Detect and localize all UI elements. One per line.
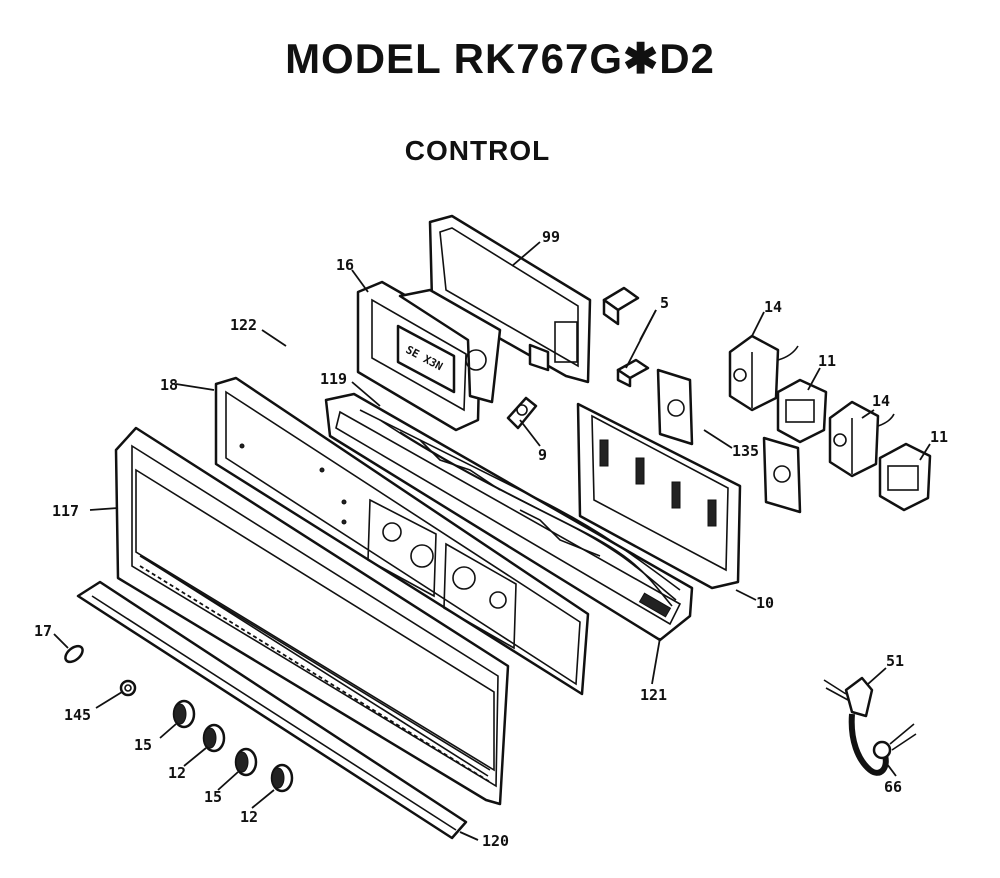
callout-135: 135 xyxy=(732,442,759,460)
callout-117: 117 xyxy=(52,502,79,520)
callout-51: 51 xyxy=(886,652,904,670)
part-18-panel xyxy=(214,376,590,696)
callout-122: 122 xyxy=(230,316,257,334)
part-11-block-a xyxy=(776,378,828,444)
part-12-knob-b xyxy=(270,763,294,793)
callout-labels: 99 16 5 14 122 18 119 11 14 9 135 11 117… xyxy=(34,228,948,850)
callout-9: 9 xyxy=(538,446,547,464)
callout-16: 16 xyxy=(336,256,354,274)
callout-15-a: 15 xyxy=(134,736,152,754)
diagram-title: MODEL RK767G✱D2 xyxy=(285,35,715,82)
part-99-bracket xyxy=(428,214,592,384)
callout-14-b: 14 xyxy=(872,392,890,410)
part-14-switch-b xyxy=(828,400,895,478)
callout-12-a: 12 xyxy=(168,764,186,782)
part-51-66-cord xyxy=(823,676,917,776)
part-11-block-b xyxy=(878,442,932,512)
callout-119: 119 xyxy=(320,370,347,388)
callout-17: 17 xyxy=(34,622,52,640)
part-119-121-control-board xyxy=(324,392,694,642)
callout-120: 120 xyxy=(482,832,509,850)
callout-18: 18 xyxy=(160,376,178,394)
callout-15-b: 15 xyxy=(204,788,222,806)
callout-121: 121 xyxy=(640,686,667,704)
diagram-subtitle: CONTROL xyxy=(404,135,551,166)
part-15-knob-a xyxy=(172,699,196,729)
part-16-timer-housing: SE X3N xyxy=(356,280,502,432)
part-5-switches xyxy=(602,286,650,388)
callout-11-b: 11 xyxy=(930,428,948,446)
part-117-console-frame xyxy=(114,426,510,806)
part-12-knob-a xyxy=(202,723,226,753)
part-120-trim-strip xyxy=(76,580,468,840)
part-135-plates xyxy=(656,368,802,514)
part-15-knob-b xyxy=(234,747,258,777)
callout-14-a: 14 xyxy=(764,298,782,316)
callout-5: 5 xyxy=(660,294,669,312)
callout-11-a: 11 xyxy=(818,352,836,370)
callout-66: 66 xyxy=(884,778,902,796)
part-145-nut xyxy=(119,679,137,697)
part-9-bolt xyxy=(506,396,538,430)
callout-12-b: 12 xyxy=(240,808,258,826)
callout-99: 99 xyxy=(542,228,560,246)
part-10-mounting-bracket xyxy=(576,402,742,590)
callout-10: 10 xyxy=(756,594,774,612)
part-17-bulb xyxy=(64,644,84,664)
callout-145: 145 xyxy=(64,706,91,724)
leader-lines xyxy=(53,241,931,841)
